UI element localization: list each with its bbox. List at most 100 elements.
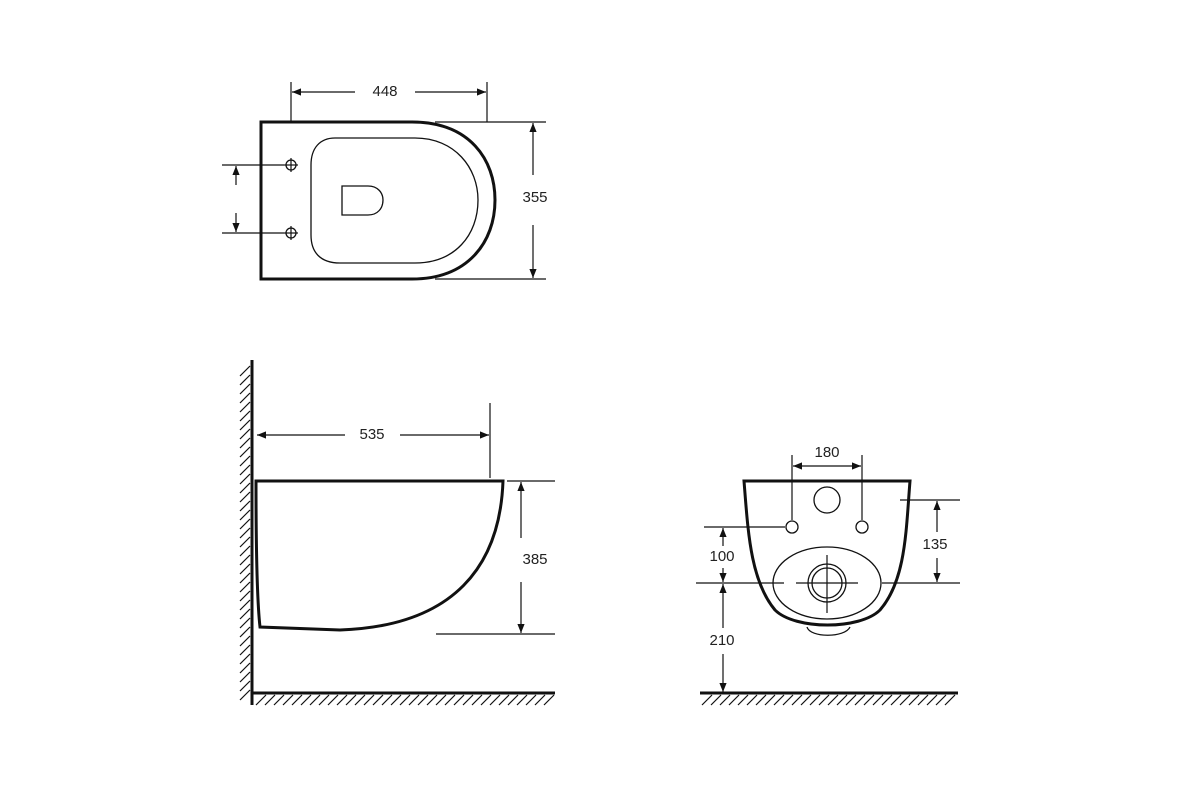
hatch-line xyxy=(363,694,375,706)
side-view: 535 385 xyxy=(239,360,555,706)
hatch-line xyxy=(890,694,902,706)
hatch-line xyxy=(239,437,251,449)
hatch-line xyxy=(701,694,713,706)
flush-opening xyxy=(341,185,384,216)
hatch-line xyxy=(239,401,251,413)
hatch-line xyxy=(809,694,821,706)
hatch-line xyxy=(773,694,785,706)
floor-hatching xyxy=(701,694,956,706)
hatch-line xyxy=(791,694,803,706)
hatch-line xyxy=(239,671,251,683)
hatch-line xyxy=(239,662,251,674)
hatch-line xyxy=(408,694,420,706)
hatch-line xyxy=(239,419,251,431)
hatch-line xyxy=(239,536,251,548)
hatch-line xyxy=(453,694,465,706)
hatch-line xyxy=(239,581,251,593)
flush-inlet-icon xyxy=(813,486,841,514)
dimension-height: 385 xyxy=(522,551,547,568)
hatch-line xyxy=(471,694,483,706)
hatch-line xyxy=(462,694,474,706)
hatch-line xyxy=(239,635,251,647)
side-view-outline xyxy=(254,479,505,632)
hatch-line xyxy=(239,518,251,530)
hatch-line xyxy=(239,644,251,656)
floor-hatching xyxy=(255,694,555,706)
dimension-top-to-outlet: 135 xyxy=(922,536,947,553)
hatch-line xyxy=(336,694,348,706)
hatch-line xyxy=(273,694,285,706)
hatch-line xyxy=(489,694,501,706)
hatch-line xyxy=(239,410,251,422)
dimension-depth: 355 xyxy=(522,189,547,206)
hatch-line xyxy=(543,694,555,706)
hatch-line xyxy=(755,694,767,706)
hatch-line xyxy=(239,473,251,485)
hatch-line xyxy=(881,694,893,706)
hatch-line xyxy=(836,694,848,706)
hatch-line xyxy=(239,563,251,575)
hatch-line xyxy=(255,694,267,706)
hatch-line xyxy=(800,694,812,706)
hatch-line xyxy=(239,590,251,602)
hatch-line xyxy=(239,365,251,377)
dimension-bolt-spacing: 180 xyxy=(814,444,839,461)
hatch-line xyxy=(239,392,251,404)
hatch-line xyxy=(480,694,492,706)
hatch-line xyxy=(318,694,330,706)
hatch-line xyxy=(239,572,251,584)
hatch-line xyxy=(372,694,384,706)
hatch-line xyxy=(917,694,929,706)
hatch-line xyxy=(327,694,339,706)
dimension-length: 535 xyxy=(359,426,384,443)
hatch-line xyxy=(444,694,456,706)
hatch-line xyxy=(354,694,366,706)
hatch-line xyxy=(854,694,866,706)
hatch-line xyxy=(239,653,251,665)
hatch-line xyxy=(710,694,722,706)
hatch-line xyxy=(746,694,758,706)
hatch-line xyxy=(719,694,731,706)
dimension-outlet-height: 210 xyxy=(709,632,734,649)
hatch-line xyxy=(282,694,294,706)
hatch-line xyxy=(239,491,251,503)
hatch-line xyxy=(498,694,510,706)
hatch-line xyxy=(264,694,276,706)
hatch-line xyxy=(926,694,938,706)
hatch-line xyxy=(239,554,251,566)
hatch-line xyxy=(239,464,251,476)
hatch-line xyxy=(291,694,303,706)
hatch-line xyxy=(435,694,447,706)
mounting-hole-icon xyxy=(284,158,298,240)
hatch-line xyxy=(863,694,875,706)
dimension-bolt-to-outlet: 100 xyxy=(709,548,734,565)
hatch-line xyxy=(390,694,402,706)
hatch-line xyxy=(381,694,393,706)
wall-hatching xyxy=(239,365,251,701)
hatch-line xyxy=(872,694,884,706)
hatch-line xyxy=(899,694,911,706)
hatch-line xyxy=(845,694,857,706)
hatch-line xyxy=(239,374,251,386)
hatch-line xyxy=(239,455,251,467)
hatch-line xyxy=(782,694,794,706)
bolt-hole-icon xyxy=(855,520,869,534)
hatch-line xyxy=(516,694,528,706)
hatch-line xyxy=(908,694,920,706)
hatch-line xyxy=(239,500,251,512)
hatch-line xyxy=(239,689,251,701)
top-view: 448 355 xyxy=(222,82,548,281)
bolt-hole-icon xyxy=(785,520,799,534)
front-view: 180 100 210 135 xyxy=(696,444,960,706)
hatch-line xyxy=(239,509,251,521)
hatch-line xyxy=(534,694,546,706)
hatch-line xyxy=(239,383,251,395)
hatch-line xyxy=(944,694,956,706)
hatch-line xyxy=(300,694,312,706)
hatch-line xyxy=(737,694,749,706)
hatch-line xyxy=(818,694,830,706)
hatch-line xyxy=(239,608,251,620)
dimension-width: 448 xyxy=(372,83,397,100)
hatch-line xyxy=(239,446,251,458)
hatch-line xyxy=(399,694,411,706)
